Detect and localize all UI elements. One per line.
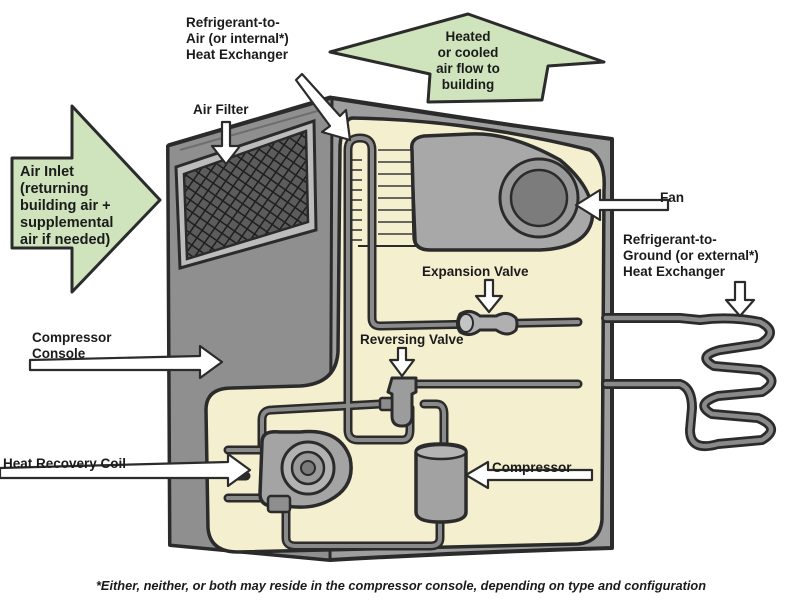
air-filter-label: Air Filter <box>193 102 249 117</box>
air-inlet-arrow <box>10 104 162 294</box>
refrigerant-pipes <box>223 133 583 551</box>
refrigerant-to-air-label: Refrigerant-to- Air (or internal*) Heat … <box>186 15 289 62</box>
heated-cooled-air-label: Heated or cooled air flow to building <box>436 29 500 92</box>
air-outlet-arrow <box>328 12 606 104</box>
heat-recovery-coil-label: Heat Recovery Coil <box>3 456 127 471</box>
footnote: *Either, neither, or both may reside in … <box>95 578 707 593</box>
compressor-label: Compressor <box>492 460 572 475</box>
expansion-valve <box>456 309 519 337</box>
reversing-valve-label: Reversing Valve <box>360 332 464 347</box>
ground-heat-exchanger <box>601 313 777 452</box>
compressor-console-label: Compressor Console <box>32 330 112 361</box>
air-inlet-label: Air Inlet (returning building air + supp… <box>20 164 114 248</box>
air-filter <box>174 118 318 270</box>
callout-arrows <box>0 72 756 490</box>
fan <box>410 132 595 252</box>
compressor <box>414 442 468 524</box>
reversing-valve <box>378 376 418 428</box>
expansion-valve-label: Expansion Valve <box>422 264 529 279</box>
fan-label: Fan <box>660 190 685 205</box>
refrigerant-to-ground-label: Refrigerant-to- Ground (or external*) He… <box>623 232 759 279</box>
heat-recovery-coil <box>258 429 353 514</box>
